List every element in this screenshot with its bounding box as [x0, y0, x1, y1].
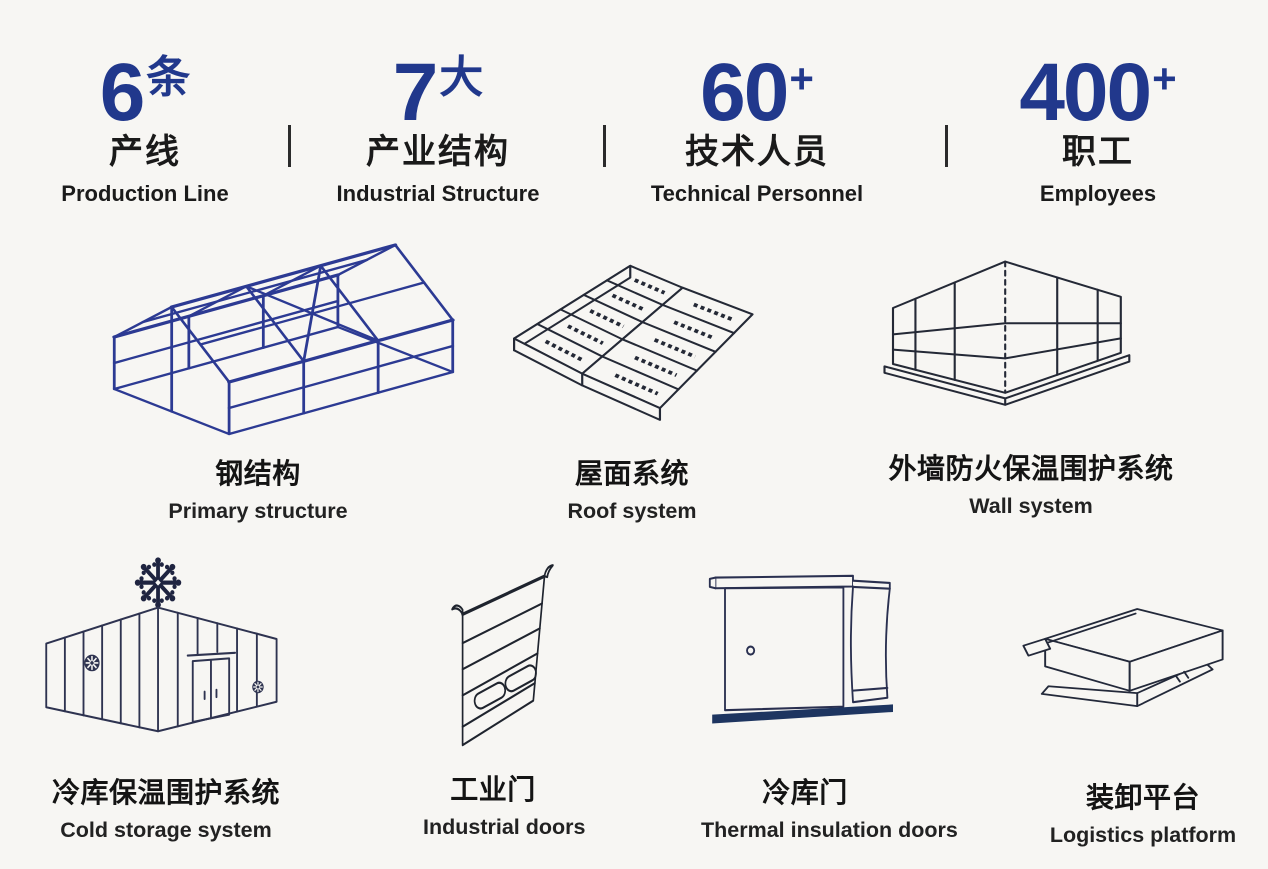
fan-icon — [252, 680, 264, 694]
cold-storage-icon — [45, 557, 278, 733]
item-wall-system: 外墙防火保温围护系统 Wall system — [876, 244, 1186, 519]
stat-suffix: + — [1152, 55, 1177, 102]
item-caption-cn: 外墙防火保温围护系统 — [888, 453, 1174, 484]
item-caption-en: Thermal insulation doors — [701, 818, 958, 842]
item-caption-en: Wall system — [969, 494, 1093, 518]
item-steel-structure: 钢结构 Primary structure — [78, 219, 455, 524]
item-caption-cn: 冷库门 — [762, 777, 848, 808]
insulation-door-icon — [708, 574, 893, 724]
item-caption-cn: 装卸平台 — [1085, 782, 1200, 813]
stat-suffix: + — [789, 55, 814, 102]
item-caption-en: Cold storage system — [60, 818, 272, 842]
logistics-platform-icon — [1022, 608, 1224, 707]
wall-system-icon — [883, 260, 1131, 406]
stat-technical-personnel: 60+ 技术人员 Technical Personnel — [651, 52, 863, 207]
stat-industrial-structure: 7大 产业结构 Industrial Structure — [337, 52, 540, 207]
stat-value: 60 — [700, 47, 789, 138]
stat-number: 7大 — [337, 52, 540, 134]
stat-label-en: Employees — [1039, 180, 1157, 206]
stat-value: 7 — [392, 47, 439, 138]
item-caption-en: Logistics platform — [1049, 823, 1237, 847]
divider — [603, 125, 606, 167]
item-industrial-door: 工业门 Industrial doors — [423, 558, 586, 840]
roof-system-icon — [513, 264, 754, 421]
item-caption-cn: 钢结构 — [215, 458, 301, 489]
item-caption-en: Industrial doors — [423, 815, 586, 839]
item-caption-cn: 屋面系统 — [574, 458, 689, 489]
steel-structure-icon — [112, 243, 455, 436]
item-caption-en: Roof system — [567, 499, 697, 523]
stat-suffix: 大 — [439, 53, 484, 102]
stat-label-cn: 技术人员 — [685, 133, 829, 171]
stat-value: 6 — [99, 47, 146, 138]
industrial-door-icon — [451, 564, 554, 747]
stat-label-cn: 产业结构 — [365, 133, 510, 171]
stat-suffix: 条 — [146, 53, 191, 102]
item-roof-system: 屋面系统 Roof system — [501, 258, 763, 524]
stat-label-en: Industrial Structure — [336, 180, 540, 206]
stat-number: 400+ — [1019, 52, 1176, 134]
stat-label-cn: 产线 — [108, 133, 181, 171]
stat-label-cn: 职工 — [1061, 133, 1134, 171]
stat-number: 60+ — [651, 52, 863, 134]
stat-label-en: Production Line — [61, 180, 229, 206]
fan-icon — [84, 654, 100, 672]
item-logistics-platform: 装卸平台 Logistics platform — [1022, 596, 1256, 848]
stat-employees: 400+ 职工 Employees — [1019, 52, 1176, 207]
item-caption-cn: 工业门 — [450, 774, 536, 805]
divider — [288, 125, 291, 167]
item-caption-cn: 冷库保温围护系统 — [51, 777, 280, 808]
stat-number: 6条 — [61, 52, 228, 134]
divider — [945, 125, 948, 167]
stat-label-en: Technical Personnel — [650, 180, 864, 206]
item-caption-en: Primary structure — [168, 499, 348, 523]
stat-production-line: 6条 产线 Production Line — [61, 52, 228, 207]
snowflake-icon — [134, 557, 182, 608]
item-cold-storage: 冷库保温围护系统 Cold storage system — [31, 554, 301, 843]
stat-value: 400 — [1019, 47, 1152, 138]
item-insulation-door: 冷库门 Thermal insulation doors — [701, 558, 958, 843]
